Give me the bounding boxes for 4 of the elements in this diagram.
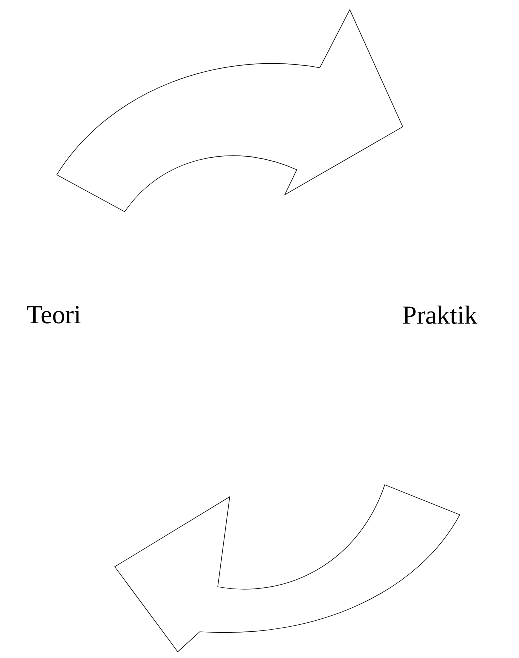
curved-arrow (56, 10, 404, 212)
label-text: Praktik (403, 306, 478, 324)
label-text: Teori (27, 306, 81, 324)
curved-arrow (114, 484, 460, 652)
